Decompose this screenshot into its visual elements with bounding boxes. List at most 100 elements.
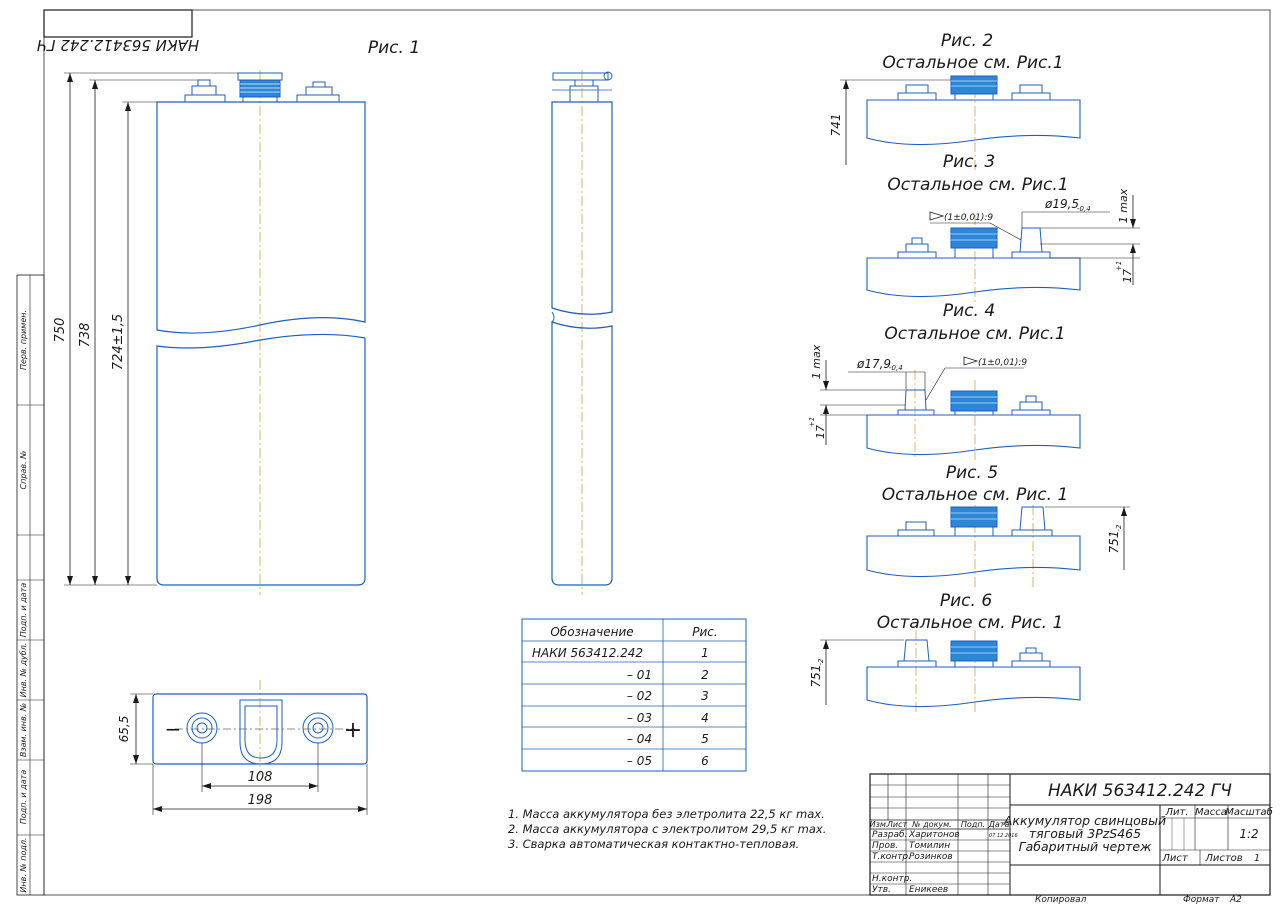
figure-5: Рис. 5 Остальное см. Рис. 1 751 -2 [866,463,1130,590]
table-header-fig: Рис. [692,625,717,639]
table-cell: 3 [701,689,709,703]
variants-table: Обозначение Рис. НАКИ 563412.242 1 – 01 … [521,618,747,772]
fig4-dim-max: 1 max [810,344,823,379]
role-label: Т.контр. [872,852,911,862]
note-2: 2. Масса аккумулятора с электролитом 29,… [508,822,826,836]
role-name: Еникеев [909,885,948,895]
fig4-subtitle: Остальное см. Рис.1 [884,324,1065,344]
role-label: Пров. [872,841,898,851]
sheet-label: Лист [1161,853,1189,864]
strip-label-sprav: Справ. № [19,451,28,490]
fig3-subtitle: Остальное см. Рис.1 [887,175,1068,195]
role-label: Утв. [872,885,891,895]
col-header-doc: № докум. [911,820,951,829]
format-value: А2 [1229,895,1242,905]
fig6-title: Рис. 6 [940,591,992,611]
fig5-dim-tol: -2 [1115,524,1123,532]
fig3-diameter-tol: -0,4 [1077,205,1091,213]
table-cell: – 05 [627,754,652,768]
dim-198: 198 [248,793,273,808]
title-name-line2: тяговый 3PzS465 [1029,826,1141,841]
figure-4: Рис. 4 Остальное см. Рис.1 1 max 17 +1 ø… [808,301,1081,460]
fig3-dim-max: 1 max [1117,188,1130,223]
table-cell: – 02 [627,689,652,703]
fig4-diameter: ø17,9 [856,357,891,371]
fig2-dim: 741 [829,114,843,137]
vent-cap-top [239,699,283,765]
dim-108: 108 [248,770,273,785]
table-cell: – 03 [627,711,652,725]
dim-750: 750 [53,318,68,343]
note-1: 1. Масса аккумулятора без элетролита 22,… [508,807,825,821]
role-name: Томилин [909,841,950,851]
mirrored-stamp: НАКИ 563412.242 ГЧ [37,9,199,54]
fig6-dim: 751 [809,665,823,688]
table-cell: 2 [701,668,709,682]
role-name: Харитонов [908,830,960,840]
battery-top-view: − + 65,5 108 198 [117,680,368,815]
table-cell: 1 [701,646,709,660]
strip-label-perv: Перв. примен. [19,310,28,370]
battery-front-view [156,70,366,595]
sheet-frame [43,9,1271,896]
role-label: Разраб. [872,830,907,840]
fig6-dim-tol: -2 [817,658,825,666]
table-header-designation: Обозначение [550,625,633,639]
figure-2: Рис. 2 Остальное см. Рис.1 741 [829,31,1081,170]
terminal-minus-sign: − [165,717,182,741]
table-cell: 6 [701,754,709,768]
col-header-date: Дата [988,820,1010,829]
sheets-label: Листов [1204,853,1242,864]
table-cell: – 01 [627,668,652,682]
role-name: Розинков [909,852,953,862]
title-block: НАКИ 563412.242 ГЧ Аккумулятор свинцовый… [869,773,1273,896]
fig5-subtitle: Остальное см. Рис. 1 [882,485,1069,505]
col-header-sign: Подп. [961,820,985,829]
mass-label: Масса [1195,807,1227,818]
strip-label-podl: Инв. № подл. [19,837,28,892]
figure-3: Рис. 3 Остальное см. Рис.1 1 max 17 +1 ø… [866,152,1140,305]
dim-738: 738 [78,323,93,348]
date-stamp: 07.12.2016 [989,833,1018,839]
terminal-plus-sign: + [344,718,362,743]
title-name-line3: Габаритный чертеж [1019,839,1152,854]
title-doc-number: НАКИ 563412.242 ГЧ [1048,781,1232,801]
mirrored-stamp-text: НАКИ 563412.242 ГЧ [37,36,199,54]
figure-6: Рис. 6 Остальное см. Рис. 1 751 -2 [809,591,1081,715]
technical-notes: 1. Масса аккумулятора без элетролита 22,… [508,807,826,851]
strip-label-podp2: Подп. и дата [19,770,28,825]
role-label: Н.контр. [872,874,912,884]
note-3: 3. Сварка автоматическая контактно-тепло… [508,837,799,851]
dim-65-5: 65,5 [117,716,131,743]
strip-label-dubl: Инв. № дубл. [19,643,28,698]
strip-label-vzam: Взам. инв. № [19,703,28,757]
fig4-dim-h: 17 [814,425,827,439]
fig4-taper: (1±0,01):9 [978,358,1027,368]
fig6-subtitle: Остальное см. Рис. 1 [877,613,1064,633]
main-vertical-dimensions: 750 738 724±1,5 [53,72,238,586]
fig4-dim-h-tol: +1 [808,417,816,427]
right-terminal-top [302,712,334,744]
sheets-value: 1 [1254,853,1260,864]
scale-value: 1:2 [1239,827,1258,841]
table-cell: 4 [701,711,709,725]
fig2-subtitle: Остальное см. Рис.1 [882,53,1063,73]
side-strip: Перв. примен. Справ. № Подп. и дата Инв.… [16,274,45,896]
dim-724: 724±1,5 [111,314,126,370]
fig4-title: Рис. 4 [943,301,995,321]
fig1-title: Рис. 1 [368,38,420,58]
fig2-title: Рис. 2 [941,31,993,51]
copied-label: Копировал [1035,895,1087,905]
fig4-diameter-tol: -0,4 [889,364,903,372]
battery-side-view [551,70,613,595]
fig5-dim: 751 [1107,531,1121,554]
col-header-izm: Изм. [870,820,889,829]
col-header-list: Лист [886,820,908,829]
fig3-diameter: ø19,5 [1044,197,1079,211]
title-name-line1: Аккумулятор свинцовый [1003,813,1166,828]
table-cell: – 04 [627,732,652,746]
fig3-taper: (1±0,01):9 [944,213,993,223]
scale-label: Масштаб [1225,806,1273,818]
fig5-title: Рис. 5 [946,463,998,483]
